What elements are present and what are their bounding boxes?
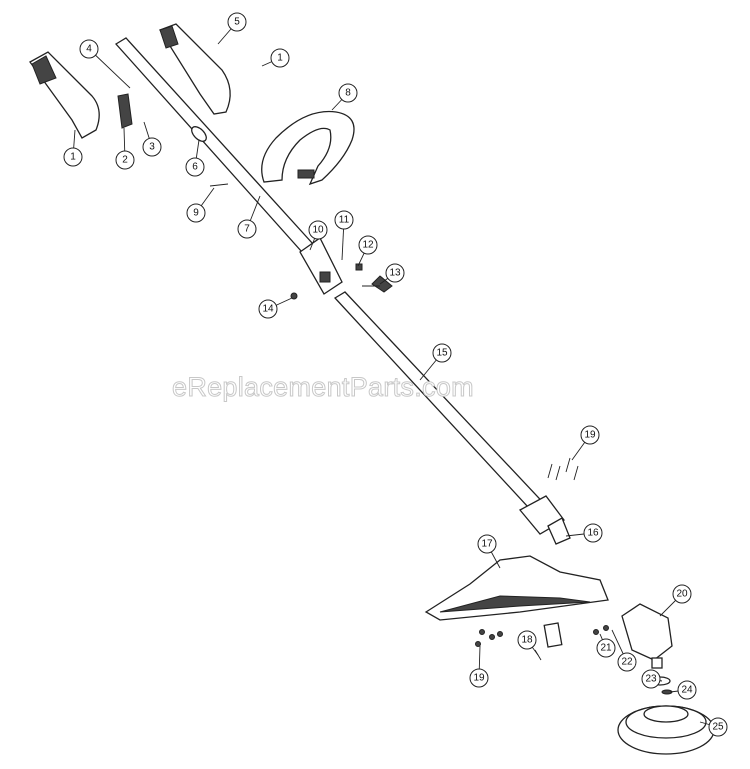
callout-circle (580, 425, 600, 445)
callout-21: 21 (596, 638, 616, 658)
callout-circle (596, 638, 616, 658)
callout-12: 12 (358, 235, 378, 255)
callout-2: 2 (115, 150, 135, 170)
callout-circle (469, 668, 489, 688)
callout-circle (641, 669, 661, 689)
callout-number: 10 (312, 225, 324, 236)
callout-24: 24 (677, 680, 697, 700)
callout-7: 7 (237, 219, 257, 239)
grass-guard (424, 555, 609, 621)
callout-circle (227, 12, 247, 32)
trigger (117, 93, 133, 129)
handle-half-right (159, 23, 231, 115)
callout-circle (583, 523, 603, 543)
callout-number: 18 (521, 635, 533, 646)
callout-25: 25 (708, 717, 728, 737)
callout-number: 1 (70, 152, 76, 163)
callout-6: 6 (185, 157, 205, 177)
callout-1: 1 (270, 48, 290, 68)
callout-22: 22 (617, 652, 637, 672)
callout-number: 11 (339, 215, 350, 226)
callout-number: 2 (122, 155, 128, 166)
callout-8: 8 (338, 83, 358, 103)
callout-circle (708, 717, 728, 737)
callout-circle (258, 299, 278, 319)
callout-number: 6 (192, 162, 198, 173)
callout-23: 23 (641, 669, 661, 689)
callout-number: 12 (362, 240, 374, 251)
callout-circle (334, 210, 354, 230)
callout-number: 24 (681, 685, 693, 696)
callout-circle (308, 220, 328, 240)
callout-number: 19 (584, 430, 596, 441)
callout-number: 19 (473, 673, 485, 684)
callout-17: 17 (477, 534, 497, 554)
callout-4: 4 (79, 39, 99, 59)
handle-half-left (29, 51, 100, 139)
callout-circle (517, 630, 537, 650)
callout-circle (237, 219, 257, 239)
callout-10: 10 (308, 220, 328, 240)
callout-circle (270, 48, 290, 68)
callout-19: 19 (580, 425, 600, 445)
callout-number: 25 (712, 722, 724, 733)
callout-number: 17 (481, 539, 493, 550)
callout-circle (672, 584, 692, 604)
callout-circle (142, 137, 162, 157)
callout-circle (477, 534, 497, 554)
callout-number: 20 (676, 589, 688, 600)
callout-number: 13 (389, 268, 401, 279)
callout-number: 4 (86, 44, 92, 55)
callout-number: 23 (645, 674, 657, 685)
callout-15: 15 (432, 343, 452, 363)
callout-number: 1 (277, 53, 283, 64)
callout-circle (185, 157, 205, 177)
watermark: eReplacementParts.com (172, 372, 475, 403)
callout-number: 15 (436, 348, 448, 359)
callout-number: 21 (600, 643, 612, 654)
callout-9: 9 (186, 203, 206, 223)
lower-shaft (333, 291, 571, 545)
callout-number: 5 (234, 17, 240, 28)
callout-circle (432, 343, 452, 363)
trimmer-spool (617, 705, 715, 755)
callout-18: 18 (517, 630, 537, 650)
callout-number: 8 (345, 88, 351, 99)
callout-number: 14 (262, 304, 274, 315)
callout-number: 16 (587, 528, 599, 539)
callout-number: 9 (193, 208, 199, 219)
callout-circle (617, 652, 637, 672)
callout-5: 5 (227, 12, 247, 32)
callout-circle (186, 203, 206, 223)
fasteners (209, 183, 609, 661)
callout-16: 16 (583, 523, 603, 543)
callout-circle (63, 147, 83, 167)
callout-14: 14 (258, 299, 278, 319)
callout-20: 20 (672, 584, 692, 604)
callout-13: 13 (385, 263, 405, 283)
callout-number: 22 (621, 657, 633, 668)
auxiliary-handle (261, 110, 355, 186)
callout-3: 3 (142, 137, 162, 157)
callout-number: 3 (149, 142, 155, 153)
motor-head (621, 603, 673, 669)
callout-circle (385, 263, 405, 283)
callout-circle (79, 39, 99, 59)
callout-11: 11 (334, 210, 354, 230)
callout-19: 19 (469, 668, 489, 688)
callout-number: 7 (244, 224, 250, 235)
callout-circle (358, 235, 378, 255)
callout-circle (115, 150, 135, 170)
callout-circle (677, 680, 697, 700)
callout-1: 1 (63, 147, 83, 167)
callout-circle (338, 83, 358, 103)
